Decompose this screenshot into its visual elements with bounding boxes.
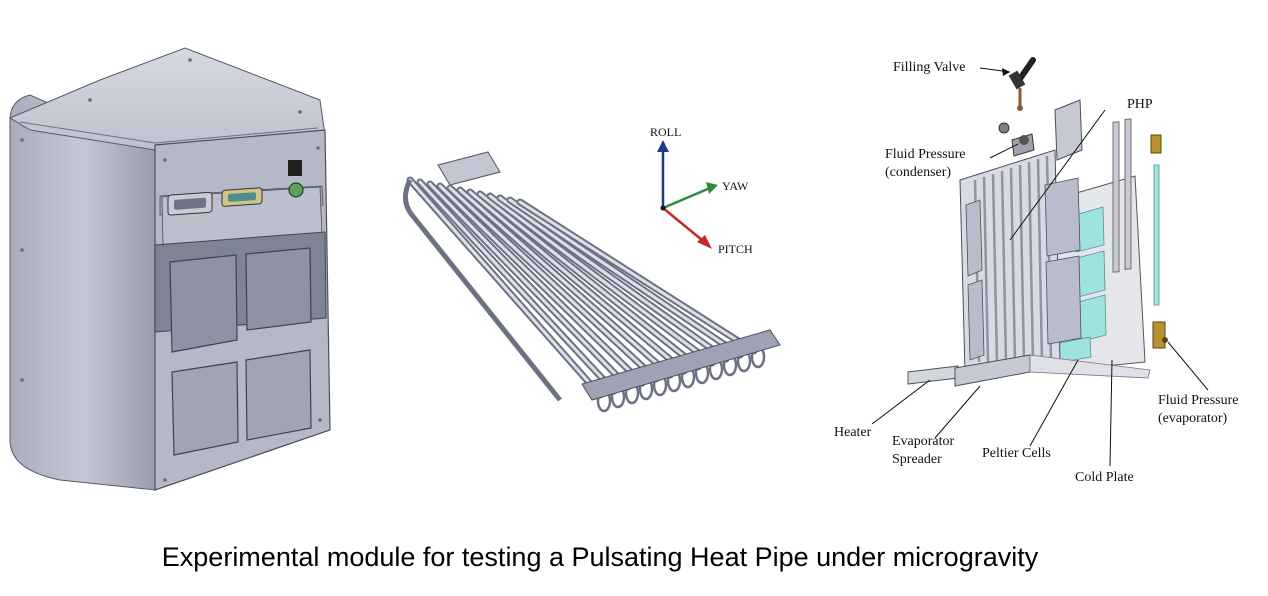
pipe-highlight — [468, 190, 686, 373]
evaporator-pressure-sensor — [1152, 321, 1166, 349]
evaporator-capillary-tube — [1153, 164, 1160, 306]
label-evaporator-spreader-1: Evaporator — [892, 434, 955, 449]
evaporator-top-fitting — [1150, 134, 1162, 154]
pipe-highlight — [428, 182, 630, 389]
label-condenser: (condenser) — [885, 165, 951, 180]
figure-caption: Experimental module for testing a Pulsat… — [161, 542, 1039, 572]
label-evaporator: (evaporator) — [1158, 411, 1228, 426]
php-rib — [1018, 164, 1026, 363]
label-heater: Heater — [834, 425, 872, 440]
php-rib — [982, 176, 990, 363]
lower-left-window — [171, 361, 239, 456]
filling-valve — [1008, 57, 1036, 111]
heater-bar — [907, 365, 959, 385]
yaw-axis-arrow — [662, 186, 711, 210]
sensor-nut-icon — [998, 122, 1010, 134]
pitch-axis-arrow — [662, 207, 703, 241]
label-filling-valve: Filling Valve — [893, 60, 965, 75]
pipe-highlight — [448, 186, 658, 381]
pipe-highlight — [488, 194, 714, 365]
module-side-panel — [9, 94, 156, 491]
php-rib — [1000, 170, 1008, 363]
pipe-highlight — [418, 180, 616, 393]
module-top-panel — [8, 47, 326, 151]
pipe-highlight — [478, 192, 700, 369]
pitch-label: PITCH — [718, 242, 753, 256]
yaw-label: YAW — [722, 179, 749, 193]
condenser-block — [1054, 99, 1083, 161]
pipe-return-bend — [403, 178, 562, 402]
label-peltier-cells: Peltier Cells — [982, 446, 1051, 461]
peltier-cells — [1049, 206, 1107, 365]
switch-icon — [288, 182, 304, 198]
pipe-highlight — [518, 200, 756, 353]
usb-port-icon — [288, 160, 302, 176]
pipe-highlight — [498, 196, 728, 361]
pipe-highlight — [438, 184, 644, 385]
lower-right-window — [245, 349, 312, 441]
label-fluid-pressure-evaporator: Fluid Pressure — [1158, 393, 1239, 408]
experimental-module-render — [8, 47, 331, 491]
pipe-bundle — [403, 176, 766, 413]
label-php: PHP — [1127, 97, 1153, 112]
php-rib — [1036, 158, 1044, 363]
label-cold-plate: Cold Plate — [1075, 470, 1134, 485]
label-fluid-pressure-condenser: Fluid Pressure — [885, 147, 966, 162]
pipe-highlight — [508, 198, 742, 357]
php-rib — [1027, 161, 1035, 363]
exploded-assembly: Filling Valve PHP Fluid Pressure (conden… — [834, 57, 1239, 485]
orientation-axes: ROLL YAW PITCH — [650, 125, 753, 256]
pipe-highlight — [408, 178, 602, 397]
php-rib — [991, 173, 999, 363]
upper-left-window — [169, 254, 238, 353]
manifold-bar — [581, 329, 781, 401]
pipe-highlight — [458, 188, 672, 377]
label-evaporator-spreader-2: Spreader — [892, 452, 942, 467]
upper-right-window — [245, 247, 312, 331]
php-rib — [1009, 167, 1017, 363]
roll-label: ROLL — [650, 125, 681, 139]
php-tubing-render — [403, 151, 781, 413]
